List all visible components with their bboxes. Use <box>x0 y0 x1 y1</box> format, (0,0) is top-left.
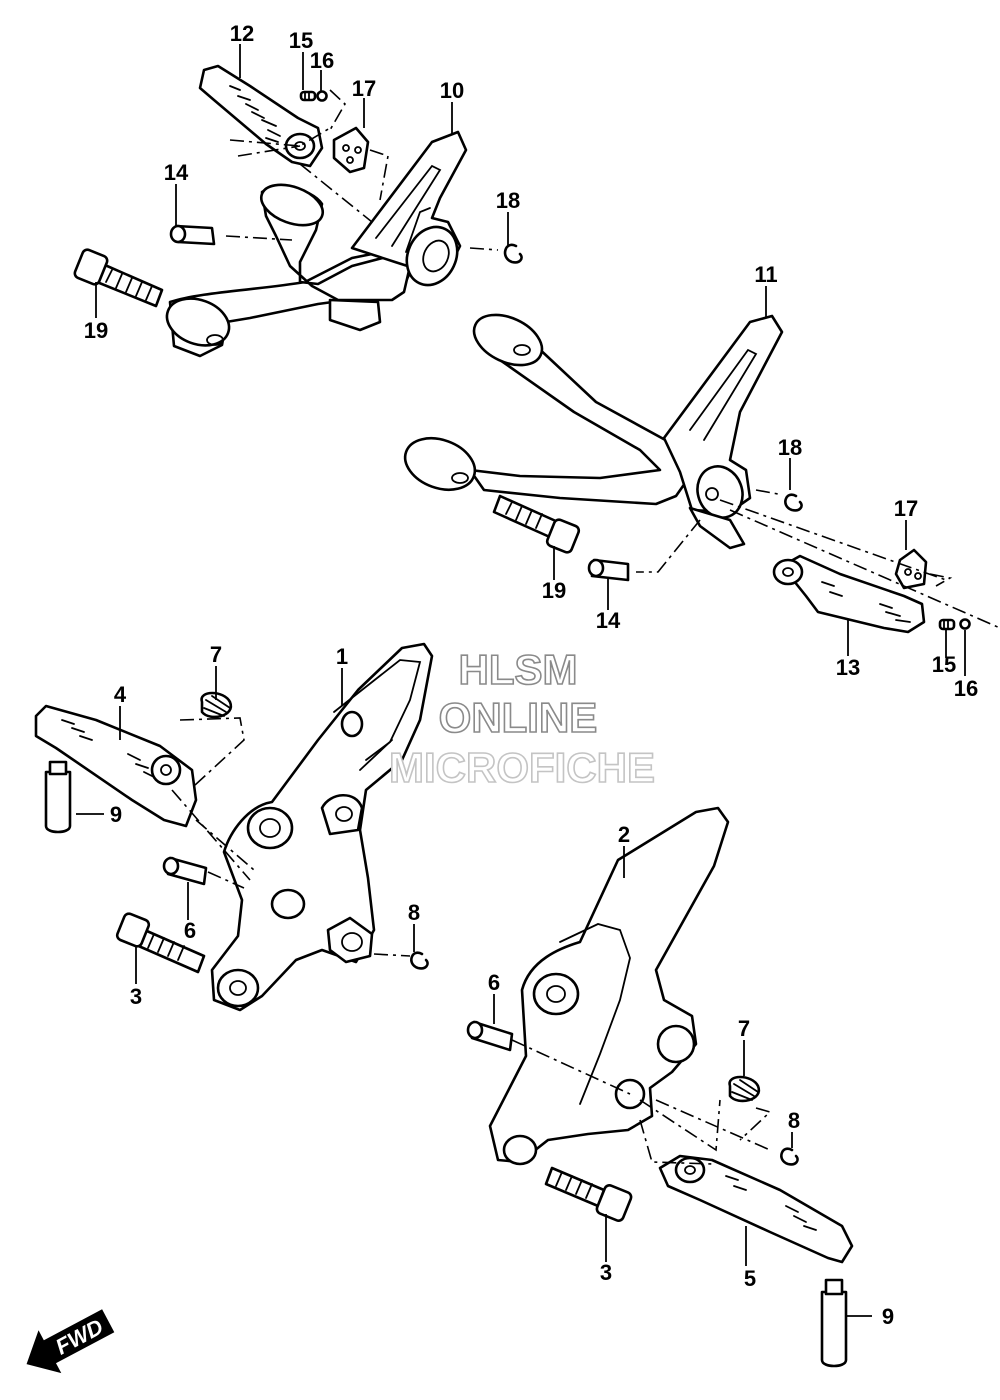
bolt-3-left[interactable] <box>115 912 206 974</box>
rear-footpeg-left[interactable] <box>198 64 324 168</box>
pin-6-right[interactable] <box>466 1020 514 1052</box>
pin-9-left[interactable] <box>44 760 72 834</box>
callout-2: 2 <box>618 822 630 847</box>
callout-19-right: 19 <box>542 578 566 603</box>
watermark-line-1: HLSM <box>459 646 578 693</box>
callout-15-top: 15 <box>289 28 313 53</box>
callout-6-left: 6 <box>184 918 196 943</box>
clip-18-top[interactable] <box>503 243 523 264</box>
callout-8-right: 8 <box>788 1108 800 1133</box>
clip-8-right[interactable] <box>780 1147 799 1166</box>
rear-footpeg-right[interactable] <box>772 554 926 634</box>
callout-14-right: 14 <box>596 608 621 633</box>
watermark: HLSM ONLINE MICROFICHE <box>388 645 656 792</box>
pin-14-top[interactable] <box>169 224 216 246</box>
callout-18-right: 18 <box>778 435 802 460</box>
callout-4: 4 <box>114 682 127 707</box>
callout-3-left: 3 <box>130 984 142 1009</box>
spring-7-left[interactable] <box>200 691 233 719</box>
ball-16-right[interactable] <box>959 618 971 630</box>
callout-13: 13 <box>836 655 860 680</box>
plate-17-top[interactable] <box>332 126 370 174</box>
callout-7-left: 7 <box>210 642 222 667</box>
spring-7-right[interactable] <box>728 1075 761 1103</box>
callout-7-right: 7 <box>738 1016 750 1041</box>
front-footpeg-right[interactable] <box>658 1154 854 1264</box>
callout-17-top: 17 <box>352 76 376 101</box>
callout-1: 1 <box>336 644 348 669</box>
spring-15-right[interactable] <box>938 618 956 631</box>
rear-footrest-bracket-left[interactable] <box>160 130 468 358</box>
callout-6-right: 6 <box>488 970 500 995</box>
front-footrest-bracket-right[interactable] <box>488 806 730 1166</box>
callout-16-right: 16 <box>954 676 978 701</box>
clip-18-right[interactable] <box>784 493 803 512</box>
callout-leaders <box>76 44 966 1317</box>
callout-17-right: 17 <box>894 496 918 521</box>
callout-9-left: 9 <box>110 802 122 827</box>
ball-16-top[interactable] <box>316 90 328 102</box>
bolt-19-top[interactable] <box>73 248 164 308</box>
callout-3-right: 3 <box>600 1260 612 1285</box>
pin-14-right[interactable] <box>587 558 630 582</box>
pin-9-right[interactable] <box>820 1278 848 1368</box>
watermark-line-3: MICROFICHE <box>389 744 655 791</box>
callout-14-top: 14 <box>164 160 189 185</box>
callout-10: 10 <box>440 78 464 103</box>
fwd-label: FWD <box>51 1314 107 1360</box>
front-footrest-bracket-left[interactable] <box>210 642 434 1012</box>
bolt-19-right[interactable] <box>492 494 581 554</box>
callout-8-left: 8 <box>408 900 420 925</box>
bolt-3-right[interactable] <box>544 1166 633 1222</box>
pin-6-left[interactable] <box>162 856 208 886</box>
callout-11: 11 <box>754 262 777 287</box>
watermark-line-2: ONLINE <box>439 694 598 741</box>
clip-8-left[interactable] <box>410 951 429 970</box>
rear-footrest-bracket-right[interactable] <box>398 305 784 550</box>
callout-9-right: 9 <box>882 1304 894 1329</box>
plate-17-right[interactable] <box>894 548 928 590</box>
callout-16-top: 16 <box>310 48 334 73</box>
callout-12: 12 <box>230 21 254 46</box>
callout-19-top: 19 <box>84 318 108 343</box>
spring-15-top[interactable] <box>299 90 317 102</box>
forward-arrow-icon: FWD <box>26 1309 115 1374</box>
callout-18-top: 18 <box>496 188 520 213</box>
callout-5: 5 <box>744 1266 756 1291</box>
callout-15-right: 15 <box>932 652 956 677</box>
